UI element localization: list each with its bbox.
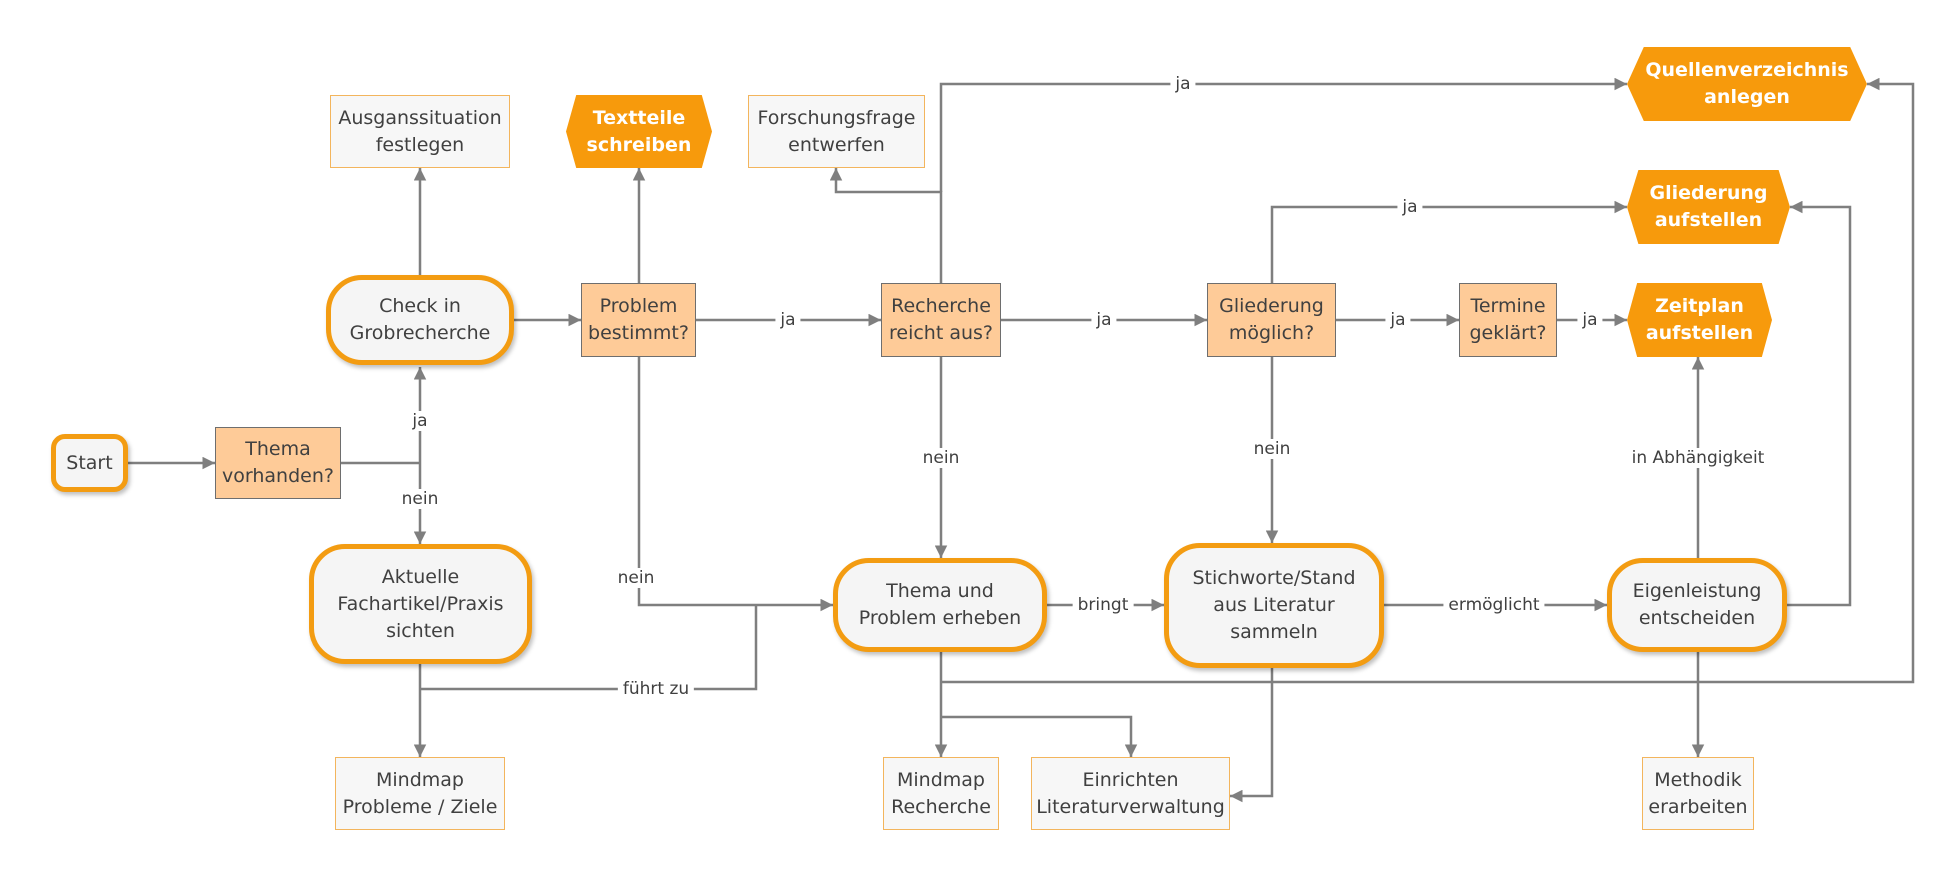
edge-stichworte-einrichten — [1230, 668, 1274, 803]
edge-label-recherche-top-ja: ja — [1170, 74, 1196, 94]
decision-termine-geklaert: Termine geklärt? — [1459, 283, 1557, 357]
decision-thema-vorhanden: Thema vorhanden? — [215, 427, 341, 499]
forschungsfrage-note: Forschungsfrage entwerfen — [748, 95, 925, 168]
check-grobrecherche-node: Check in Grobrecherche — [326, 275, 514, 365]
edge-thema-einrichten — [941, 715, 1138, 757]
edge-label-bringt: bringt — [1072, 595, 1134, 615]
decision-gliederung-moeglich: Gliederung möglich? — [1207, 283, 1336, 357]
ausgangssituation-note: Ausganssituation festlegen — [330, 95, 510, 168]
edge-label-thema-ja: ja — [407, 411, 433, 431]
gliederung-aufstellen-hex: Gliederung aufstellen — [1627, 170, 1790, 244]
mindmap-probleme-note: Mindmap Probleme / Ziele — [335, 757, 505, 830]
edge-aktuelle-fuehrt-zu — [420, 605, 758, 691]
edge-label-in-abhaengigkeit: in Abhängigkeit — [1626, 448, 1770, 468]
quellenverzeichnis-hex: Quellenverzeichnis anlegen — [1627, 47, 1867, 121]
edge-label-thema-nein: nein — [396, 489, 444, 509]
decision-problem-bestimmt: Problem bestimmt? — [581, 283, 696, 357]
zeitplan-aufstellen-hex: Zeitplan aufstellen — [1627, 283, 1772, 357]
einrichten-literatur-note: Einrichten Literaturverwaltung — [1031, 757, 1230, 830]
edge-label-recherche-nein: nein — [917, 448, 965, 468]
aktuelle-fachartikel-node: Aktuelle Fachartikel/Praxis sichten — [309, 544, 532, 664]
methodik-note: Methodik erarbeiten — [1642, 757, 1754, 830]
edge-recherche-forschungsfrage — [829, 168, 943, 283]
mindmap-recherche-note: Mindmap Recherche — [883, 757, 999, 830]
edge-recherche-top-ja-quellen — [939, 77, 1627, 192]
edge-label-gliederung-top-ja: ja — [1397, 197, 1423, 217]
edge-label-problem-ja: ja — [775, 310, 801, 330]
eigenleistung-node: Eigenleistung entscheiden — [1607, 558, 1787, 652]
edge-eigenleistung-gliederung — [1787, 200, 1852, 607]
edge-label-problem-nein: nein — [612, 568, 660, 588]
start-node: Start — [51, 434, 128, 492]
edge-thema-quellen-loop — [941, 77, 1915, 684]
thema-problem-erheben-node: Thema und Problem erheben — [833, 558, 1047, 652]
edge-label-ermoeglicht: ermöglicht — [1443, 595, 1545, 615]
edge-label-gliederung-nein: nein — [1248, 439, 1296, 459]
edge-gliederung-top-ja — [1270, 200, 1627, 283]
edge-label-fuehrt-zu: führt zu — [617, 679, 695, 699]
decision-recherche-reicht: Recherche reicht aus? — [881, 283, 1001, 357]
edge-label-gliederung-ja: ja — [1385, 310, 1411, 330]
textteile-schreiben-hex: Textteile schreiben — [566, 95, 712, 168]
edge-problem-nein-thema — [637, 357, 833, 612]
edge-label-recherche-ja: ja — [1091, 310, 1117, 330]
stichworte-node: Stichworte/Stand aus Literatur sammeln — [1164, 543, 1384, 668]
edge-label-termine-ja: ja — [1577, 310, 1603, 330]
